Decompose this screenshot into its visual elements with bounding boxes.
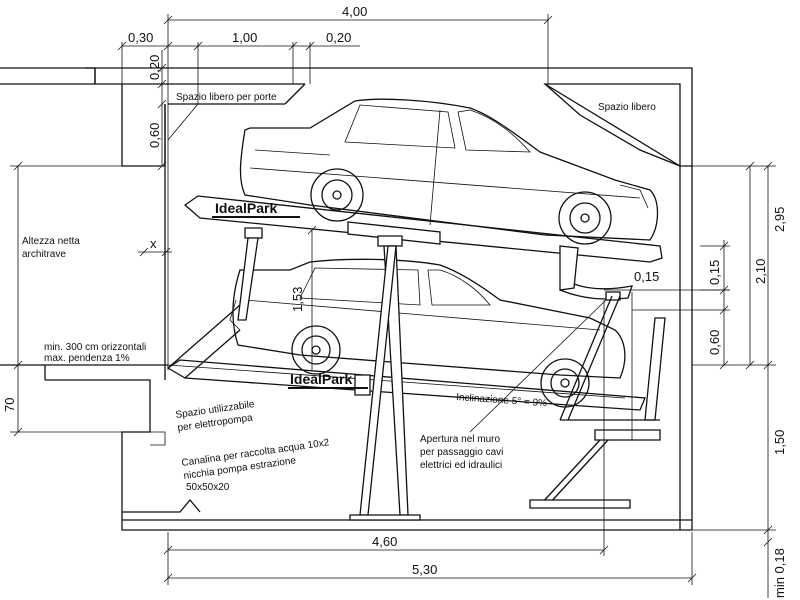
dim-right-015: 0,15 xyxy=(707,260,722,285)
dim-030: 0,30 xyxy=(128,30,153,45)
dim-left-020: 0,20 xyxy=(147,55,162,80)
dim-total-width: 4,00 xyxy=(342,4,367,19)
brand-logo-top: IdealPark xyxy=(215,200,277,216)
top-dimensions xyxy=(117,14,553,104)
upper-platform xyxy=(183,195,663,300)
brand-logo-bottom: IdealPark xyxy=(290,371,352,387)
label-canalina-3: 50x50x20 xyxy=(186,482,230,493)
dim-right-210: 2,10 xyxy=(753,259,768,284)
label-apertura-3: elettrici ed idraulici xyxy=(420,460,502,471)
right-dimensions xyxy=(604,161,776,598)
lift-mechanism xyxy=(237,227,666,521)
label-altezza-2: architrave xyxy=(22,249,66,260)
dim-right-295: 2,95 xyxy=(772,207,787,232)
dim-020: 0,20 xyxy=(326,30,351,45)
dim-bottom-460: 4,60 xyxy=(372,534,397,549)
dim-left-153: 1,53 xyxy=(290,287,305,312)
dim-x: x xyxy=(150,236,157,251)
building-structure xyxy=(0,67,693,531)
lower-platform xyxy=(166,304,646,411)
label-min300-2: max. pendenza 1% xyxy=(44,353,130,364)
dim-note-015: 0,15 xyxy=(634,269,659,284)
lower-car xyxy=(229,258,626,408)
dim-right-min018: min 0,18 xyxy=(772,548,787,598)
dim-100: 1,00 xyxy=(232,30,257,45)
label-min300-1: min. 300 cm orizzontali xyxy=(44,342,146,353)
label-altezza-1: Altezza netta xyxy=(22,236,80,247)
dim-bottom-530: 5,30 xyxy=(412,562,437,577)
bottom-dimensions xyxy=(163,300,697,585)
label-spazio-porte: Spazio libero per porte xyxy=(176,92,277,103)
label-apertura-2: per passaggio cavi xyxy=(420,447,503,458)
dim-right-060: 0,60 xyxy=(707,330,722,355)
leader-apertura xyxy=(469,299,607,433)
upper-car xyxy=(239,98,659,245)
dim-left-060: 0,60 xyxy=(147,123,162,148)
label-spazio-libero: Spazio libero xyxy=(598,102,656,113)
label-apertura-1: Apertura nel muro xyxy=(420,434,500,445)
dim-right-150: 1,50 xyxy=(772,430,787,455)
left-dimensions xyxy=(10,50,317,437)
dim-left-70: 70 xyxy=(2,398,17,412)
